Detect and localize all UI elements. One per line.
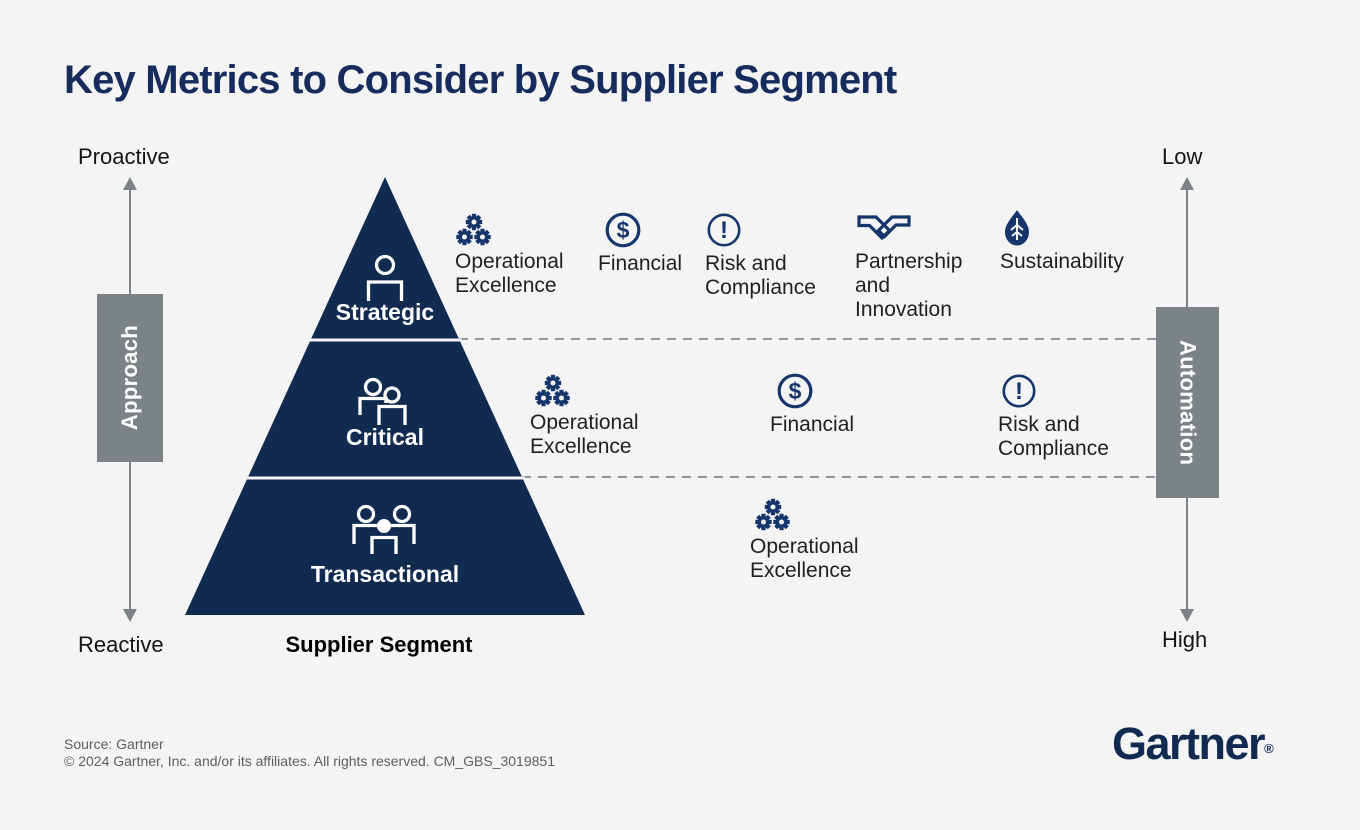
approach-arrow-down-icon [123, 609, 137, 622]
metric-strategic-operational-excellence: Operational Excellence [455, 213, 564, 298]
metric-label: Partnership and Innovation [855, 250, 963, 321]
pyramid-segment-strategic-label: Strategic [335, 299, 435, 325]
approach-axis-top-label: Proactive [78, 144, 170, 169]
handshake-icon [857, 215, 911, 241]
gartner-logo: Gartner® [1112, 718, 1274, 770]
approach-arrow-up-icon [123, 177, 137, 190]
metric-critical-risk-and-compliance: ! Risk and Compliance [998, 372, 1109, 461]
metric-label: Operational Excellence [530, 411, 639, 458]
two-people-icon [358, 377, 407, 425]
metric-label: Operational Excellence [750, 535, 859, 582]
approach-axis-bottom-label: Reactive [78, 632, 164, 657]
svg-text:!: ! [720, 217, 728, 244]
automation-arrow-up-icon [1180, 177, 1194, 190]
three-people-icon [352, 504, 416, 554]
metric-label: Risk and Compliance [998, 413, 1109, 460]
dashed-divider-critical-transactional [522, 476, 1157, 478]
dollar-circle-icon: $ [605, 212, 641, 248]
approach-axis-box-label: Approach [117, 325, 142, 431]
dollar-circle-icon: $ [777, 373, 813, 409]
metric-label: Financial [598, 252, 683, 275]
metric-strategic-sustainability: Sustainability [1000, 209, 1124, 274]
automation-axis-bottom-label: High [1162, 627, 1208, 652]
dashed-divider-strategic-critical [459, 338, 1157, 340]
metric-strategic-financial: $ Financial [598, 211, 682, 276]
metric-transactional-operational-excellence: Operational Excellence [750, 498, 859, 583]
automation-axis-box: Automation [1156, 307, 1219, 498]
gears-icon [755, 498, 790, 531]
footer-copyright: © 2024 Gartner, Inc. and/or its affiliat… [64, 753, 555, 769]
pyramid-segment-critical-label: Critical [346, 424, 424, 450]
automation-arrow-down-icon [1180, 609, 1194, 622]
metric-label: Operational Excellence [455, 250, 564, 297]
exclamation-circle-icon: ! [707, 213, 741, 247]
footer-source: Source: Gartner [64, 736, 164, 752]
pyramid-segment-transactional-label: Transactional [310, 561, 460, 587]
gartner-logo-text: Gartner [1112, 718, 1266, 769]
metric-strategic-risk-and-compliance: ! Risk and Compliance [705, 211, 816, 300]
metric-label: Financial [770, 413, 855, 436]
metric-critical-operational-excellence: Operational Excellence [530, 374, 639, 459]
metric-critical-financial: $ Financial [770, 372, 854, 437]
approach-axis-box: Approach [97, 294, 163, 462]
exclamation-circle-icon: ! [1002, 374, 1036, 408]
svg-text:$: $ [789, 378, 802, 404]
registered-mark: ® [1264, 741, 1274, 756]
metric-label: Risk and Compliance [705, 252, 816, 299]
pyramid-caption: Supplier Segment [285, 632, 473, 657]
metric-strategic-partnership-and-innovation: Partnership and Innovation [855, 212, 962, 322]
leaf-icon [1005, 210, 1029, 246]
svg-text:!: ! [1015, 378, 1023, 405]
gears-icon [535, 374, 570, 407]
gears-icon [456, 213, 491, 246]
metric-label: Sustainability [1000, 250, 1124, 273]
automation-axis-top-label: Low [1162, 144, 1203, 169]
automation-axis-box-label: Automation [1175, 339, 1201, 466]
svg-text:$: $ [617, 217, 630, 243]
page-title: Key Metrics to Consider by Supplier Segm… [64, 58, 897, 102]
one-person-icon [366, 254, 404, 301]
